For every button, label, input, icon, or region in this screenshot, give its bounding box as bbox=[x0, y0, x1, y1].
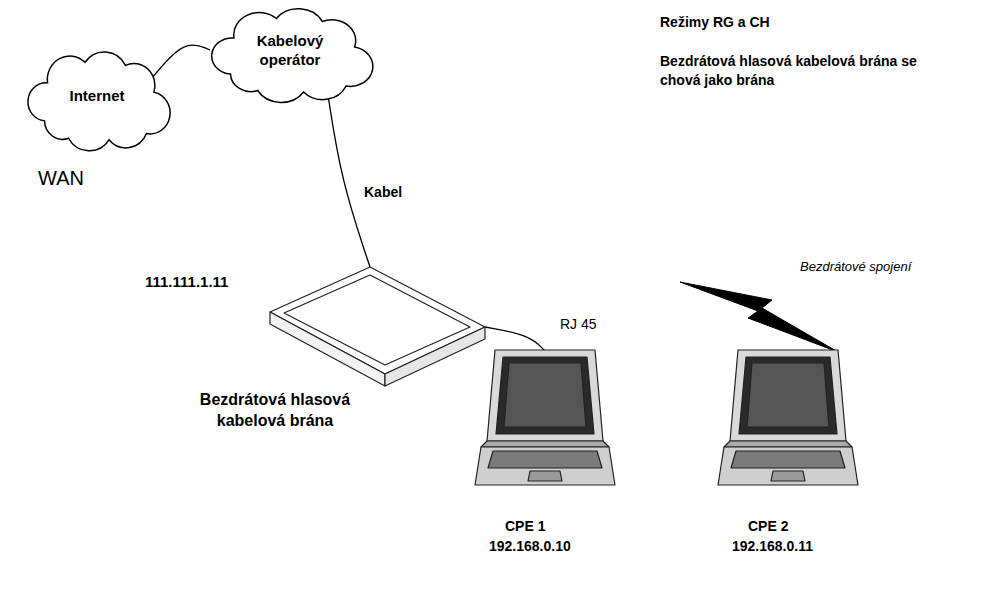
device-part bbox=[270, 267, 485, 374]
laptop-part bbox=[496, 357, 594, 434]
wireless-bolt bbox=[680, 282, 838, 352]
ip-address: 111.111.1.11 bbox=[145, 272, 228, 292]
zone-label: WAN bbox=[38, 165, 84, 192]
node-text: Kabelový operátor bbox=[240, 31, 340, 70]
cable-line bbox=[485, 327, 545, 351]
cable-label: RJ 45 bbox=[558, 316, 599, 332]
laptop-outline bbox=[718, 345, 858, 487]
laptop-part bbox=[771, 471, 805, 481]
node-text: Internet bbox=[69, 86, 124, 106]
node-text: CPE 2 bbox=[748, 517, 788, 535]
laptop-part bbox=[504, 363, 586, 427]
node-text: 192.168.0.10 bbox=[489, 537, 571, 555]
cloud-outline bbox=[212, 9, 373, 103]
laptop-part bbox=[730, 350, 846, 441]
gateway-device: 111.111.1.11Bezdrátová hlasová kabelová … bbox=[270, 262, 490, 387]
laptop-part bbox=[488, 451, 602, 468]
laptop-outline bbox=[475, 345, 615, 487]
laptop-part bbox=[724, 441, 852, 447]
laptop-part bbox=[487, 350, 603, 441]
cloud-outline bbox=[205, 5, 375, 95]
node-text: CPE 1 bbox=[505, 517, 545, 535]
device-part bbox=[270, 312, 385, 386]
laptop-node: CPE 1192.168.0.10 bbox=[475, 345, 615, 487]
node-text: Bezdrátová hlasová kabelová brána bbox=[190, 390, 360, 432]
laptop-node: CPE 2192.168.0.11 bbox=[718, 345, 858, 487]
note-text: Bezdrátová hlasová kabelová brána se cho… bbox=[660, 52, 935, 90]
cloud-outline bbox=[28, 52, 170, 151]
device-part bbox=[385, 327, 485, 386]
laptop-part bbox=[747, 363, 829, 427]
mode-title: Režimy RG a CH bbox=[660, 14, 770, 30]
cable-line bbox=[152, 45, 210, 78]
device-outline bbox=[270, 262, 490, 387]
laptop-part bbox=[481, 441, 609, 447]
laptop-part bbox=[731, 451, 845, 468]
cloud-node: Kabelový operátor bbox=[205, 5, 375, 95]
laptop-part bbox=[475, 447, 615, 485]
cable-label: Kabel bbox=[362, 184, 404, 200]
laptop-part bbox=[739, 357, 837, 434]
node-text: 192.168.0.11 bbox=[732, 537, 813, 555]
link-label: Bezdrátové spojení bbox=[800, 258, 911, 276]
laptop-part bbox=[718, 447, 858, 485]
cable-line bbox=[327, 91, 370, 267]
cloud-node: Internet bbox=[22, 48, 172, 143]
laptop-part bbox=[528, 471, 562, 481]
